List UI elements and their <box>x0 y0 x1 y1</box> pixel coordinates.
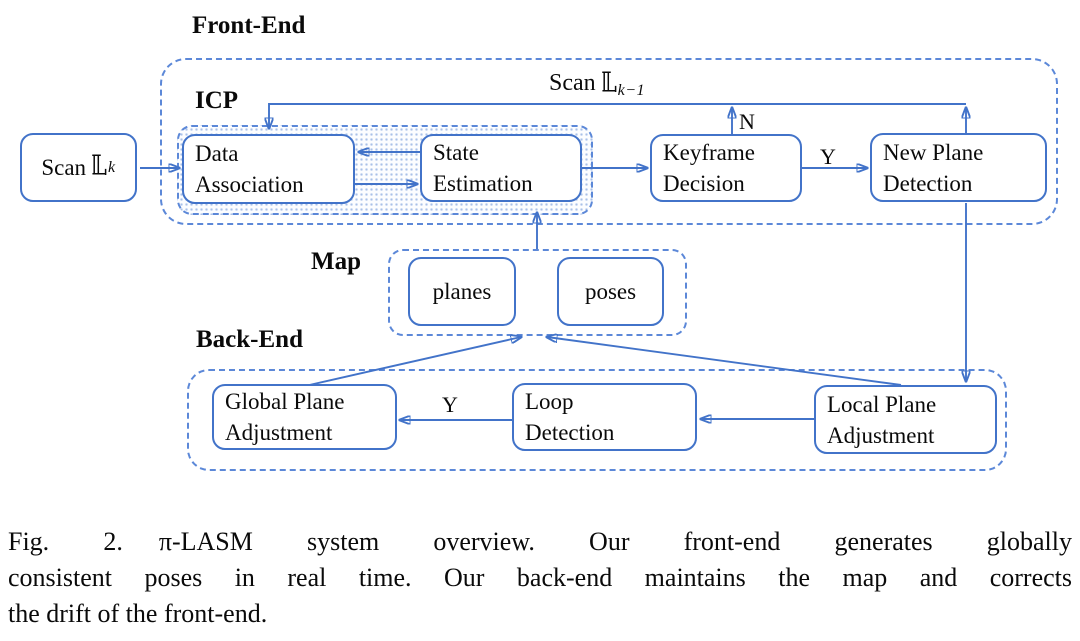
node-text-line: Estimation <box>433 171 533 196</box>
node-text-line: Global Plane <box>225 389 345 414</box>
node-text-line: planes <box>432 279 492 304</box>
keyframe-no-edge-label: N <box>739 109 755 134</box>
node-state-estimation: State Estimation <box>420 134 582 202</box>
node-text-line: Decision <box>663 171 745 196</box>
node-text-line: Local Plane <box>827 391 937 417</box>
node-planes: planes <box>408 257 516 326</box>
scan-k-subscript: k <box>108 159 116 176</box>
front-end-container <box>160 58 1058 225</box>
node-data-association: Data Association <box>182 134 355 204</box>
front-end-label: Front-End <box>192 12 306 39</box>
icp-label: ICP <box>195 87 239 114</box>
node-global-plane-adjustment: Global Plane Adjustment <box>212 384 397 450</box>
node-text-line: Adjustment <box>827 422 935 448</box>
node-text-line: Loop <box>525 389 574 414</box>
loop-yes-edge-label: Y <box>442 392 458 417</box>
caption-line-2: consistent poses in real time. Our back-… <box>8 563 1072 592</box>
node-keyframe-decision: Keyframe Decision <box>650 134 802 202</box>
double-struck-L-icon <box>601 71 617 99</box>
node-text-line: State <box>433 140 479 165</box>
node-text-line: Detection <box>525 420 615 445</box>
double-struck-L-icon <box>92 152 107 183</box>
figure-caption: Fig. 2. π-LASM system overview. Our front… <box>8 524 1072 632</box>
node-text-line: Association <box>195 172 304 197</box>
scan-feedback-subscript: k−1 <box>617 82 646 99</box>
node-text-line: Adjustment <box>225 420 333 445</box>
node-text-line: New Plane <box>883 139 984 165</box>
node-poses: poses <box>557 257 664 326</box>
caption-line-3: the drift of the front-end. <box>8 599 268 628</box>
caption-text: π-LASM system overview. Our front-end ge… <box>158 527 1072 556</box>
scan-k-prefix: Scan <box>41 155 87 180</box>
back-end-label: Back-End <box>196 326 303 353</box>
caption-line-1: Fig. 2. π-LASM system overview. Our front… <box>8 524 1072 560</box>
caption-fig-label: Fig. 2. <box>8 527 123 556</box>
node-text-line: Detection <box>883 170 973 196</box>
node-text-line: Data <box>195 141 239 166</box>
node-loop-detection: Loop Detection <box>512 383 697 451</box>
node-local-plane-adjustment: Local Plane Adjustment <box>814 385 997 454</box>
keyframe-yes-edge-label: Y <box>820 144 836 169</box>
node-new-plane-detection: New Plane Detection <box>870 133 1047 202</box>
map-container <box>388 249 687 336</box>
map-label: Map <box>311 248 361 275</box>
scan-feedback-prefix: Scan <box>549 70 596 96</box>
node-scan-k: Scan k <box>20 133 137 202</box>
node-text-line: poses <box>584 279 637 304</box>
node-text-line: Keyframe <box>663 140 755 165</box>
scan-feedback-label: Scan k−1 <box>549 70 645 100</box>
